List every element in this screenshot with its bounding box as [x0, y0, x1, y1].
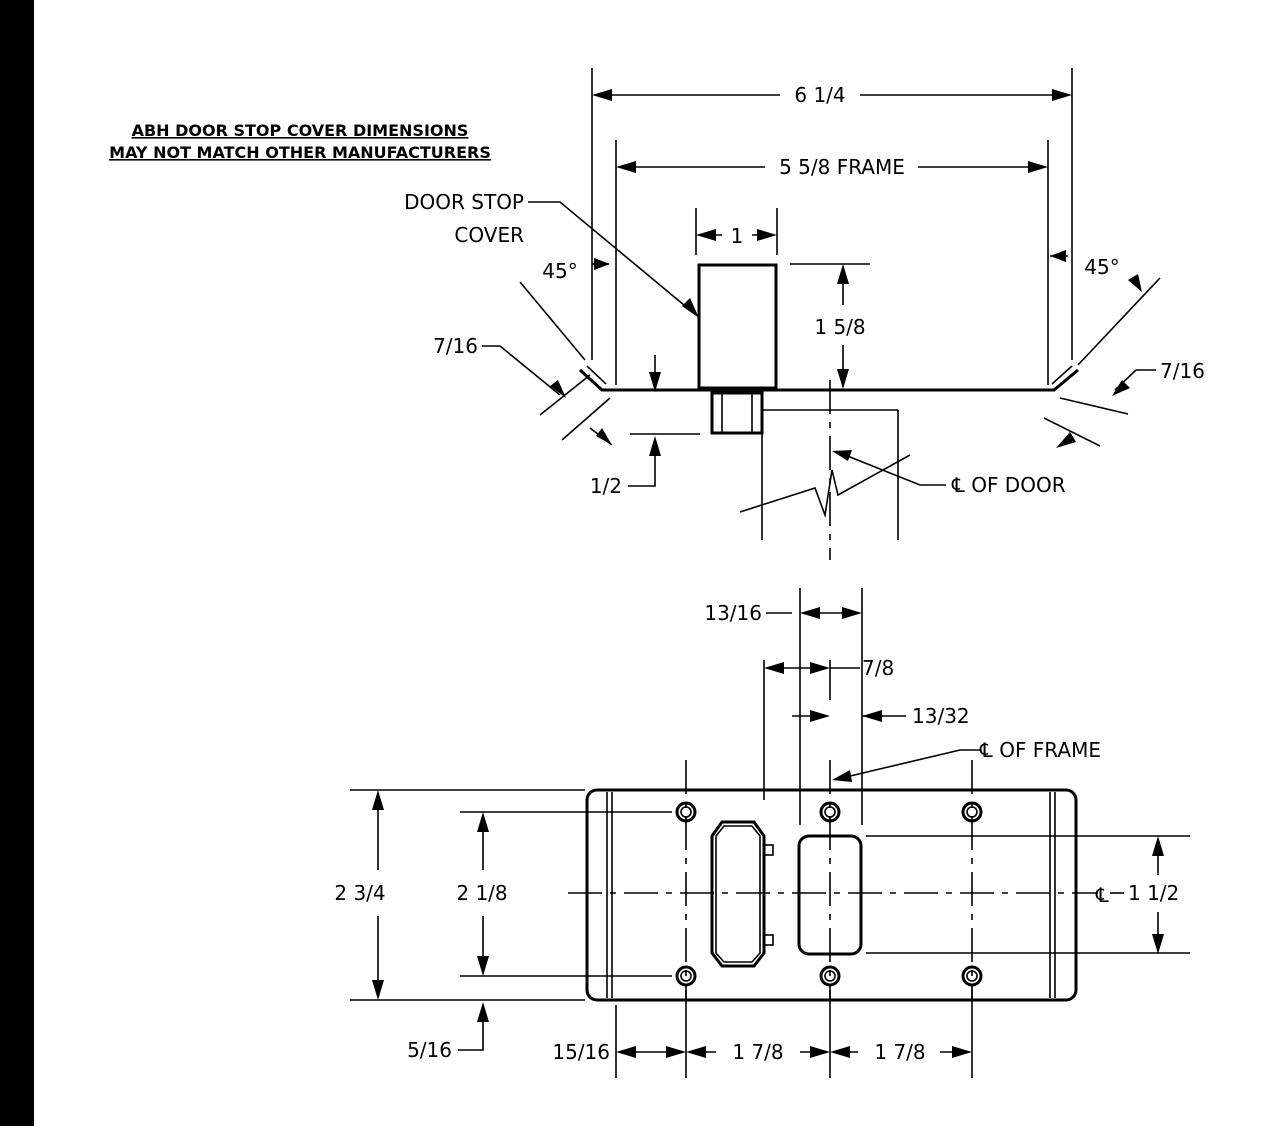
plate-outline: [585, 788, 1078, 1002]
door-stop-cover: [697, 263, 778, 390]
section-view: 6 1/4 5 5/8 FRAME 1 1 5/8 DOOR STOP COVE…: [404, 68, 1205, 560]
break-line: [739, 454, 911, 519]
dim-slot-height: 1 1/2: [1128, 881, 1179, 905]
dim-angle-right: 45°: [1084, 255, 1119, 279]
dim-flange-left: 7/16: [433, 334, 478, 358]
dim-angle-left: 45°: [542, 259, 577, 283]
dim-stop-height: 1 5/8: [814, 315, 865, 339]
clip-cutout: [710, 820, 766, 968]
dim-hole-edge: 15/16: [552, 1040, 610, 1064]
label-door-stop-2: COVER: [454, 223, 524, 247]
dim-stop-width: 1: [731, 224, 744, 248]
dim-hole-spacing-2: 1 7/8: [874, 1040, 925, 1064]
dim-hole-spacing-1: 1 7/8: [732, 1040, 783, 1064]
slot-cutout: [797, 834, 863, 956]
dim-overall-height: 2 3/4: [334, 881, 385, 905]
label-door-stop-1: DOOR STOP: [404, 190, 524, 214]
dim-slot-offset: 7/8: [862, 656, 894, 680]
note-line-2: MAY NOT MATCH OTHER MANUFACTURERS: [109, 143, 491, 162]
frame-profile: [578, 368, 1079, 392]
label-centerline-door: ℄ OF DOOR: [951, 473, 1066, 497]
dim-slot-half: 13/32: [912, 704, 970, 728]
dim-flange-right: 7/16: [1160, 359, 1205, 383]
dim-edge-offset: 5/16: [407, 1038, 452, 1062]
border-rule: [0, 0, 34, 1126]
plan-view: 13/16 7/8 13/32 ℄ OF FRAME 2 3/4 2 1/8: [334, 588, 1190, 1078]
label-centerline-symbol: ℄: [1095, 883, 1109, 907]
note-line-1: ABH DOOR STOP COVER DIMENSIONS: [132, 121, 469, 140]
dim-hole-spacing-vertical: 2 1/8: [456, 881, 507, 905]
dim-slot-width: 13/16: [704, 601, 762, 625]
dim-overall-width: 6 1/4: [794, 83, 845, 107]
dim-projection: 1/2: [590, 474, 622, 498]
dim-frame-width: 5 5/8 FRAME: [779, 155, 905, 179]
stop-stub: [710, 391, 764, 435]
label-centerline-frame: ℄ OF FRAME: [979, 738, 1101, 762]
mounting-holes: [675, 801, 983, 987]
